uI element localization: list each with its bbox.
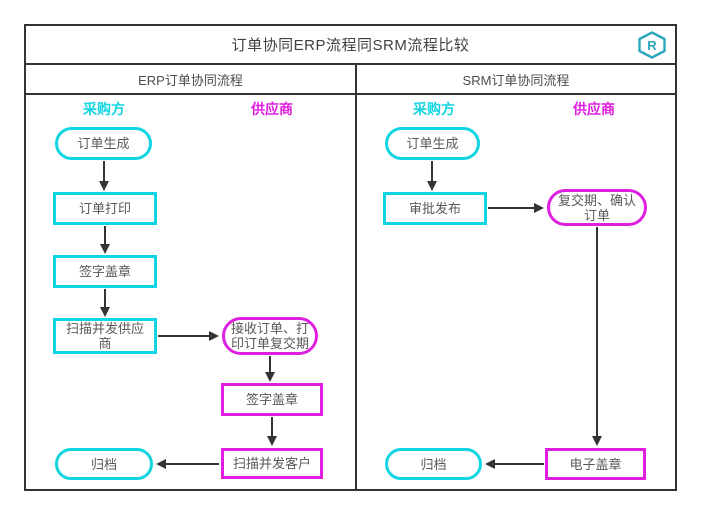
node-erp-scan-send-supplier: 扫描并发供应商 [53, 318, 157, 354]
node-erp-archive: 归档 [55, 448, 153, 480]
erp-buyer-label: 采购方 [83, 101, 125, 117]
title-bar: 订单协同ERP流程同SRM流程比较 R [26, 26, 675, 65]
node-srm-approve-publish: 审批发布 [383, 192, 487, 225]
page-title: 订单协同ERP流程同SRM流程比较 [231, 37, 470, 54]
node-erp-scan-send-customer: 扫描并发客户 [221, 448, 323, 479]
node-label: 归档 [90, 456, 117, 472]
node-label: 电子盖章 [569, 456, 622, 472]
node-label: 订单生成 [77, 136, 130, 151]
node-label: 扫描并发供应商 [65, 321, 144, 351]
node-srm-order-generate: 订单生成 [385, 127, 480, 160]
node-erp-sign-seal: 签字盖章 [53, 255, 157, 288]
column-header-row: ERP订单协同流程 SRM订单协同流程 [26, 65, 675, 95]
srm-supplier-label: 供应商 [573, 101, 615, 117]
node-label: 复交期、确认订单 [557, 192, 636, 223]
brand-logo-icon: R [638, 31, 666, 59]
node-label: 接收订单、打印订单复交期 [230, 321, 309, 351]
node-srm-reply-confirm-order: 复交期、确认订单 [547, 189, 647, 226]
erp-supplier-label: 供应商 [251, 101, 293, 117]
node-erp-receive-print-reply: 接收订单、打印订单复交期 [222, 317, 318, 355]
node-srm-electronic-seal: 电子盖章 [545, 448, 646, 480]
node-srm-archive: 归档 [385, 448, 482, 480]
node-label: 归档 [420, 456, 447, 472]
logo-letter: R [647, 38, 657, 53]
column-header-erp: ERP订单协同流程 [26, 65, 357, 93]
node-erp-order-print: 订单打印 [53, 192, 157, 225]
node-label: 签字盖章 [78, 264, 131, 279]
node-label: 审批发布 [408, 201, 461, 216]
node-label: 订单打印 [78, 201, 131, 216]
node-label: 扫描并发客户 [232, 456, 311, 471]
node-label: 订单生成 [406, 136, 459, 151]
column-header-srm: SRM订单协同流程 [462, 72, 570, 88]
column-divider [355, 65, 357, 489]
node-erp-supplier-sign-seal: 签字盖章 [221, 383, 323, 416]
node-label: 签字盖章 [245, 392, 298, 407]
srm-buyer-label: 采购方 [413, 101, 455, 117]
node-erp-order-generate: 订单生成 [55, 127, 152, 160]
